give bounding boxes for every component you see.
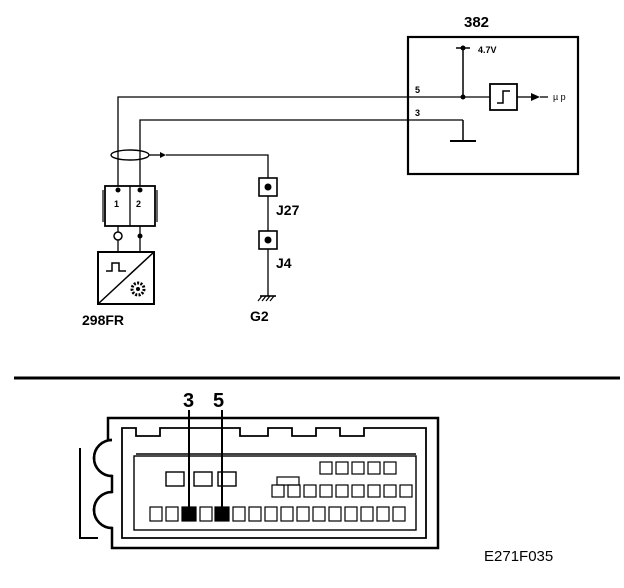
cavity bbox=[319, 484, 333, 498]
junction-ground-chain: J27 J4 G2 bbox=[250, 177, 300, 324]
cavity bbox=[399, 484, 413, 498]
junction-j27-label: J27 bbox=[276, 202, 300, 218]
cavity-row-2 bbox=[271, 484, 413, 498]
sensor-gear-hub bbox=[136, 287, 140, 291]
cavity-area bbox=[133, 455, 417, 531]
cavity-row-1 bbox=[319, 461, 397, 475]
output-arrow-icon bbox=[531, 93, 540, 101]
sensor-box bbox=[97, 251, 155, 305]
cavity bbox=[280, 506, 294, 522]
cavity bbox=[328, 506, 342, 522]
cavity-label-5: 5 bbox=[213, 390, 224, 412]
cavity-5-filled bbox=[214, 506, 230, 522]
keying-rib bbox=[276, 476, 300, 486]
junction-j4-dot bbox=[264, 236, 272, 244]
cavity bbox=[303, 484, 317, 498]
pin1-contact-top bbox=[115, 187, 121, 193]
figure-code: E271F035 bbox=[484, 548, 553, 565]
cavity bbox=[248, 506, 262, 522]
supply-voltage-label: 4.7V bbox=[478, 45, 497, 55]
cavity bbox=[232, 506, 246, 522]
cavity bbox=[319, 461, 333, 475]
cavity bbox=[383, 461, 397, 475]
sensor-label: 298FR bbox=[82, 312, 124, 328]
cavity bbox=[264, 506, 278, 522]
output-label: µ p bbox=[553, 92, 566, 102]
pin5-label: 5 bbox=[415, 85, 420, 95]
sensor-298fr: 298FR bbox=[82, 251, 155, 328]
connector-face-view: 3 5 bbox=[79, 390, 440, 550]
pin3-label: 3 bbox=[415, 108, 420, 118]
housing-latch-top bbox=[92, 438, 113, 478]
cavity bbox=[367, 461, 381, 475]
sensor-pulse-icon bbox=[106, 262, 126, 272]
ecu-label: 382 bbox=[464, 14, 489, 31]
pin1-label: 1 bbox=[114, 199, 119, 209]
pin1-contact-bottom bbox=[113, 231, 123, 241]
pin5-junction bbox=[460, 94, 466, 100]
wires bbox=[110, 96, 408, 186]
cavity bbox=[383, 484, 397, 498]
ground-hatch-icon bbox=[257, 295, 275, 302]
cavity bbox=[149, 506, 163, 522]
junction-j4-label: J4 bbox=[276, 255, 292, 271]
ground-label: G2 bbox=[250, 308, 269, 324]
cavity bbox=[344, 506, 358, 522]
cavity bbox=[351, 484, 365, 498]
cavity-row-3 bbox=[149, 506, 406, 522]
cavity bbox=[312, 506, 326, 522]
large-cavity bbox=[217, 471, 237, 487]
cavity-3-filled bbox=[181, 506, 197, 522]
cavity bbox=[392, 506, 406, 522]
cavity bbox=[271, 484, 285, 498]
cavity bbox=[367, 484, 381, 498]
cavity bbox=[296, 506, 310, 522]
sensor-diagonal bbox=[97, 251, 155, 305]
cavity bbox=[335, 484, 349, 498]
shield-arrow-icon bbox=[160, 152, 166, 158]
cavity bbox=[351, 461, 365, 475]
wire-pin5 bbox=[117, 96, 408, 186]
connector-1-2: 1 2 bbox=[102, 185, 158, 252]
large-cavity bbox=[193, 471, 213, 487]
pin2-contact-bottom bbox=[137, 233, 143, 239]
shield-line-b bbox=[166, 154, 269, 178]
sensor-gear-icon bbox=[130, 281, 146, 297]
wire-pin3 bbox=[139, 119, 408, 186]
shield-oval bbox=[110, 149, 150, 161]
housing-outline bbox=[92, 416, 440, 550]
schmitt-symbol bbox=[497, 90, 510, 104]
cavity bbox=[335, 461, 349, 475]
cavity bbox=[376, 506, 390, 522]
cavity bbox=[199, 506, 213, 522]
housing-inner-frame bbox=[121, 427, 427, 539]
cavity bbox=[287, 484, 301, 498]
junction-j27-dot bbox=[264, 183, 272, 191]
cavity bbox=[165, 506, 179, 522]
pin2-contact-top bbox=[137, 187, 143, 193]
housing-latch-bottom bbox=[92, 490, 113, 530]
large-cavity bbox=[165, 471, 185, 487]
pin2-label: 2 bbox=[136, 199, 141, 209]
cavity bbox=[360, 506, 374, 522]
ecu-box bbox=[406, 35, 580, 176]
housing-tab bbox=[79, 448, 98, 539]
ecu-382: 382 4.7V 5 µ p 3 bbox=[406, 14, 580, 176]
cavity-label-3: 3 bbox=[183, 390, 194, 412]
